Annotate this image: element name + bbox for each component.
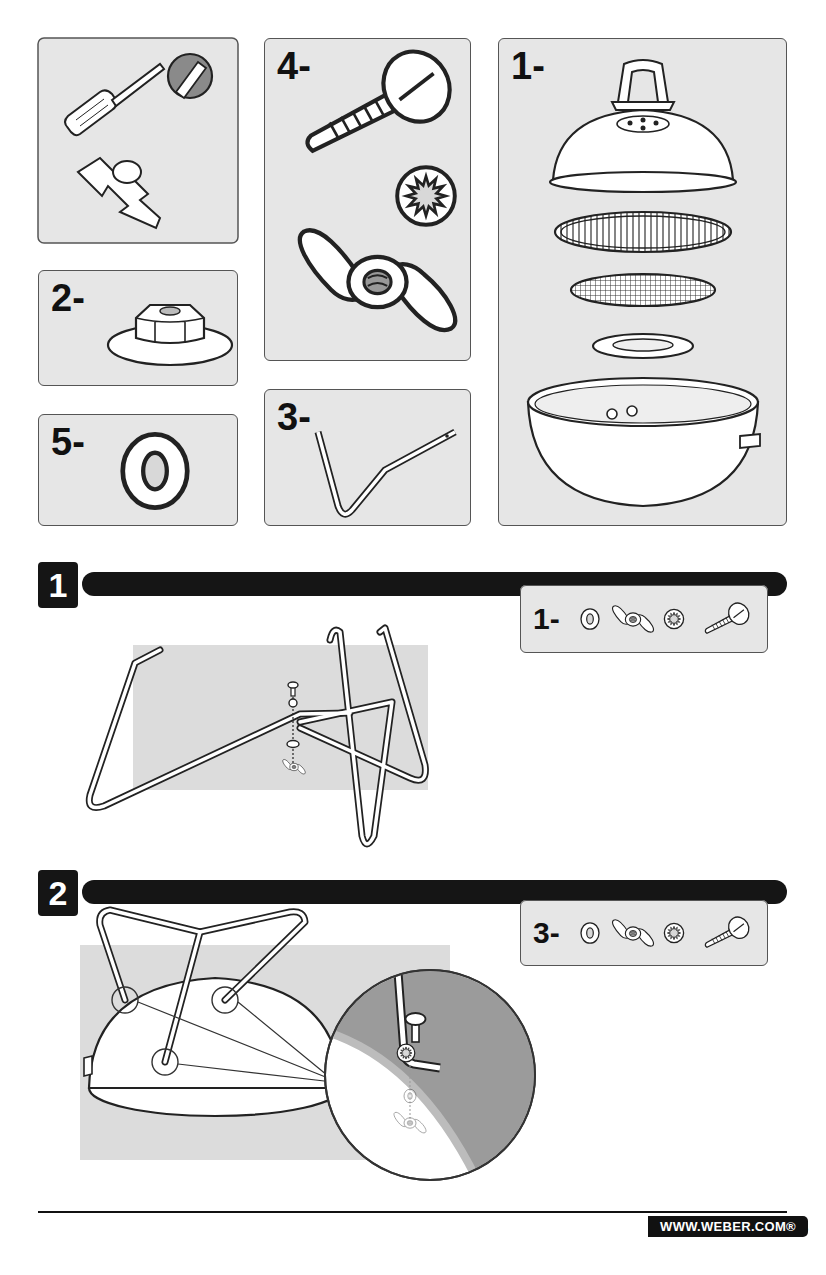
part-panel: 3- <box>264 389 471 526</box>
step-badge: 2 <box>38 870 78 916</box>
node-text: 5- <box>51 423 237 461</box>
bolt-icon <box>307 39 462 150</box>
step-badge: 1 <box>38 562 78 608</box>
part-panel: 4- <box>264 38 471 361</box>
node-text: 2 <box>49 876 68 910</box>
detail-magnifier <box>320 960 560 1190</box>
tools-panel <box>38 38 238 243</box>
node-text: 1 <box>49 568 68 602</box>
label-text: 3 <box>799 1219 808 1236</box>
hardware-callout-box: 3- <box>520 900 768 966</box>
node-text: WWW.WEBER.COM® <box>660 1220 796 1233</box>
spacer-tool-icon <box>78 158 160 228</box>
panel-fill <box>38 270 238 386</box>
washer-icon <box>123 434 188 507</box>
hardware-callout-box: 1- <box>520 585 768 653</box>
parts-panels <box>38 38 787 526</box>
grill-parts-exploded <box>528 60 760 506</box>
panel-fill <box>38 414 238 526</box>
footer-tab: WWW.WEBER.COM® <box>648 1216 808 1237</box>
panel-fill <box>498 38 787 526</box>
part-panel: 5- <box>38 414 238 526</box>
node-text: 4- <box>277 47 470 85</box>
part-panel: 2- <box>38 270 238 386</box>
leg-bracket-icon <box>318 432 455 514</box>
wing-nut-icon <box>300 230 455 330</box>
node-text: 2- <box>51 279 237 317</box>
panel-fill <box>264 389 471 526</box>
page-number: 3 <box>799 1219 808 1236</box>
node-text: 3- <box>277 398 470 436</box>
flange-nut-icon <box>108 305 232 365</box>
screwdriver-icon <box>65 54 212 135</box>
panel-fill <box>264 38 471 361</box>
footer-rule <box>38 1211 787 1213</box>
hardware-callout-icons <box>520 585 768 966</box>
part-panel: 1- <box>498 38 787 526</box>
node-text: 3- <box>533 918 560 948</box>
node-text: 1- <box>511 47 786 85</box>
lock-washer-icon <box>397 167 455 225</box>
step1-legs-illustration <box>89 628 428 844</box>
node-text: 1- <box>533 604 560 634</box>
